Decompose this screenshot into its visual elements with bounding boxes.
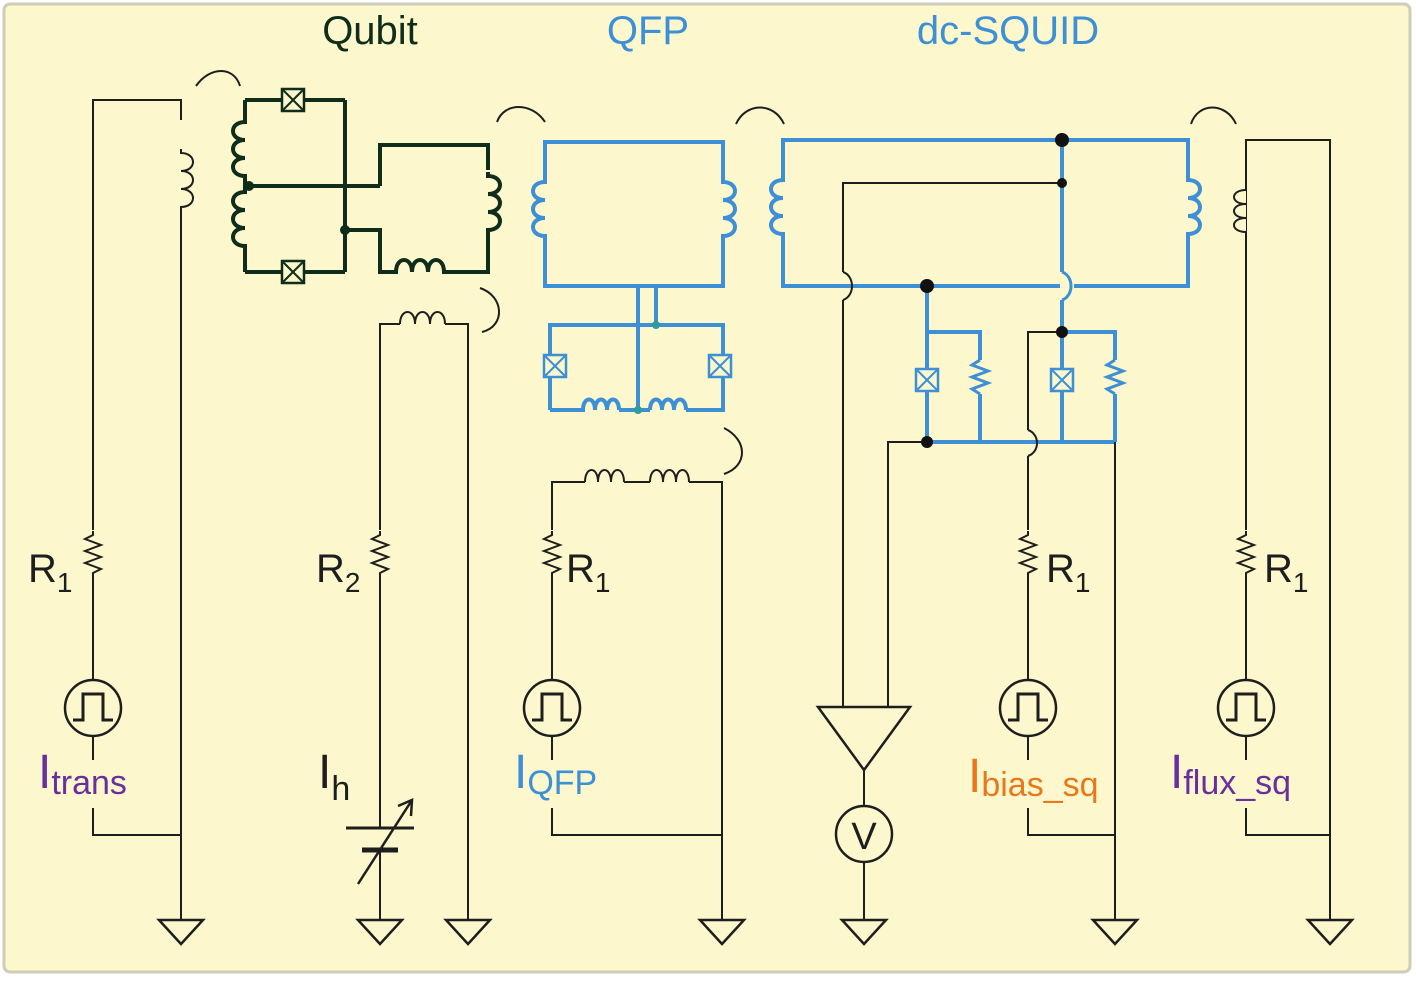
variable-dc-source-icon xyxy=(356,798,414,885)
label-r1-qfp: R1 xyxy=(566,547,610,598)
flux-sq-loop xyxy=(1190,106,1354,946)
label-i-h: Ih xyxy=(318,746,350,808)
voltmeter-label: V xyxy=(851,816,877,858)
qubit-junction-bottom-icon xyxy=(280,259,306,285)
squid-junction-left-icon xyxy=(914,367,940,393)
bias-sq-loop xyxy=(998,326,1139,946)
qfp-circuit xyxy=(531,140,737,414)
trans-loop xyxy=(63,70,241,946)
label-i-trans: Itrans xyxy=(38,746,127,802)
label-r1-trans: R1 xyxy=(28,547,72,598)
ih-loop xyxy=(346,106,546,946)
squid-junction-right-icon xyxy=(1049,367,1075,393)
qfp-junction-left-icon xyxy=(542,353,568,379)
pulse-source-bias-icon xyxy=(998,678,1058,738)
pulse-source-trans-icon xyxy=(63,678,123,738)
label-r1-flux: R1 xyxy=(1264,547,1308,598)
qfp-junction-right-icon xyxy=(707,353,733,379)
amplifier-icon xyxy=(815,705,913,773)
qubit-junction-top-icon xyxy=(280,87,306,113)
label-r2: R2 xyxy=(316,547,360,598)
label-r1-bias: R1 xyxy=(1046,547,1090,598)
pulse-source-qfp-icon xyxy=(522,678,582,738)
squid-circuit xyxy=(769,133,1202,444)
label-i-qfp: IQFP xyxy=(514,746,597,802)
label-i-flux-sq: Iflux_sq xyxy=(1170,746,1291,802)
qubit-heading: Qubit xyxy=(322,9,418,53)
label-i-bias-sq: Ibias_sq xyxy=(968,750,1099,804)
squid-heading: dc-SQUID xyxy=(917,9,1099,53)
pulse-source-flux-icon xyxy=(1216,678,1276,738)
qfp-heading: QFP xyxy=(607,9,689,53)
qfp-loop xyxy=(522,106,785,946)
qubit-circuit xyxy=(231,87,502,285)
readout-circuit xyxy=(815,178,1067,946)
